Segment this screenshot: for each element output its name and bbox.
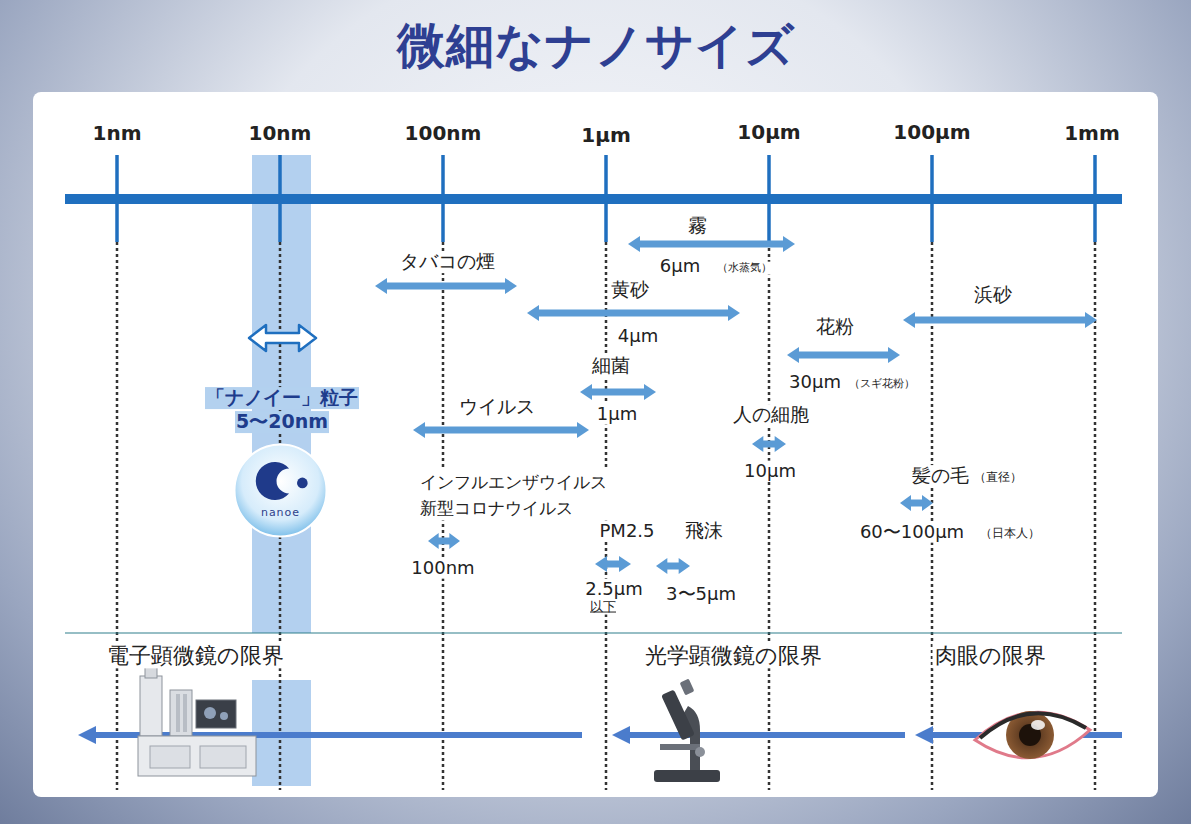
size-label: 人の細胞 — [731, 404, 811, 426]
badge-circle — [235, 445, 327, 537]
size-label: 「ナノイー」粒子 — [205, 387, 359, 409]
size-label: 浜砂 — [972, 284, 1014, 306]
size-label: 花粉 — [814, 316, 856, 338]
limit-label: 電子顕微鏡の限界 — [105, 643, 286, 668]
nanoe-logo — [297, 478, 308, 489]
size-label: 4μm — [616, 326, 660, 347]
size-label: 30μm — [787, 372, 843, 393]
size-label: 黄砂 — [609, 279, 651, 301]
electron-microscope-icon — [176, 694, 180, 732]
electron-microscope-icon — [200, 746, 246, 768]
range-arrow — [900, 495, 933, 511]
size-label: 100nm — [409, 558, 476, 579]
white-panel — [33, 92, 1158, 797]
size-label: （日本人） — [978, 527, 1042, 541]
page-title: 微細なナノサイズ — [0, 14, 1191, 78]
limit-arrow — [915, 726, 933, 744]
scale-label: 1mm — [1062, 122, 1122, 145]
size-label: 以下 — [588, 600, 618, 615]
optical-microscope-icon — [695, 747, 705, 757]
size-label: 10μm — [742, 461, 798, 482]
size-label: （水蒸気） — [715, 262, 774, 275]
size-label: 5〜20nm — [235, 411, 329, 433]
eye-icon — [980, 713, 1086, 738]
optical-microscope-icon — [661, 689, 695, 740]
scale-label: 100μm — [891, 121, 972, 144]
eye-icon — [975, 711, 1090, 759]
eye-icon — [1031, 720, 1045, 730]
optical-microscope-icon — [680, 679, 695, 696]
range-arrow — [580, 384, 656, 400]
range-arrow — [903, 312, 1097, 328]
electron-microscope-icon — [150, 746, 190, 768]
size-label: （直径） — [972, 471, 1024, 485]
limit-arrow — [612, 726, 630, 744]
range-arrow — [656, 558, 690, 574]
range-arrow — [752, 436, 786, 452]
electron-microscope-icon — [140, 676, 162, 736]
dashed-gridline — [768, 242, 771, 790]
scale-label: 10μm — [735, 121, 802, 144]
size-label: 2.5μm — [583, 579, 645, 600]
limit-label: 肉眼の限界 — [933, 643, 1048, 668]
badge-circle — [233, 443, 328, 538]
dashed-gridline — [1094, 242, 1097, 790]
scale-label: 1nm — [91, 122, 144, 145]
dashed-gridline — [117, 242, 1095, 790]
optical-microscope-icon — [654, 679, 720, 782]
electron-microscope-icon — [196, 700, 236, 728]
electron-microscope-icon — [204, 707, 216, 719]
scale-label: 10nm — [247, 122, 314, 145]
range-arrow — [527, 305, 740, 321]
size-label: 髪の毛 — [910, 465, 971, 487]
electron-microscope-icon — [138, 736, 256, 776]
size-label: 60〜100μm — [858, 522, 966, 543]
size-label: インフルエンザウイルス 新型コロナウイルス — [418, 470, 622, 521]
badge-text: nanoe — [233, 506, 328, 519]
optical-microscope-icon — [660, 744, 700, 750]
scale-axis — [65, 194, 1122, 204]
range-arrow — [375, 236, 1097, 574]
size-label: 細菌 — [590, 355, 632, 377]
range-arrow — [413, 422, 589, 438]
size-label: 6μm — [658, 256, 702, 277]
electron-microscope-icon — [170, 690, 192, 736]
size-label: 3〜5μm — [664, 584, 738, 605]
limit-label: 光学顕微鏡の限界 — [643, 643, 824, 668]
limit-arrow — [612, 726, 905, 744]
dashed-gridline — [116, 242, 119, 790]
limit-arrow — [78, 726, 96, 744]
divider-line — [65, 632, 1122, 633]
scale-label: 1μm — [579, 124, 632, 147]
limit-arrow — [624, 732, 905, 738]
size-label: ウイルス — [457, 396, 537, 418]
nanoe-badge: nanoe — [233, 443, 328, 538]
range-arrow — [375, 278, 517, 294]
size-label: 1μm — [595, 404, 639, 425]
dashed-gridline — [931, 242, 934, 790]
electron-microscope-icon — [183, 694, 187, 732]
nanoe-range-arrow — [249, 325, 316, 351]
size-label: 霧 — [686, 215, 709, 237]
optical-microscope-icon — [654, 770, 720, 782]
size-label: タバコの煙 — [398, 251, 497, 273]
size-label: （スギ花粉） — [847, 378, 917, 391]
range-arrow — [787, 347, 900, 363]
range-arrow — [628, 236, 795, 252]
size-label: 飛沫 — [683, 520, 725, 542]
range-arrow — [428, 533, 460, 549]
nanoe-logo — [256, 462, 289, 500]
scale-label: 100nm — [403, 122, 484, 145]
range-arrow — [595, 556, 631, 572]
size-label: PM2.5 — [597, 521, 656, 542]
electron-microscope-icon — [220, 712, 228, 720]
electron-microscope-icon — [138, 662, 256, 776]
